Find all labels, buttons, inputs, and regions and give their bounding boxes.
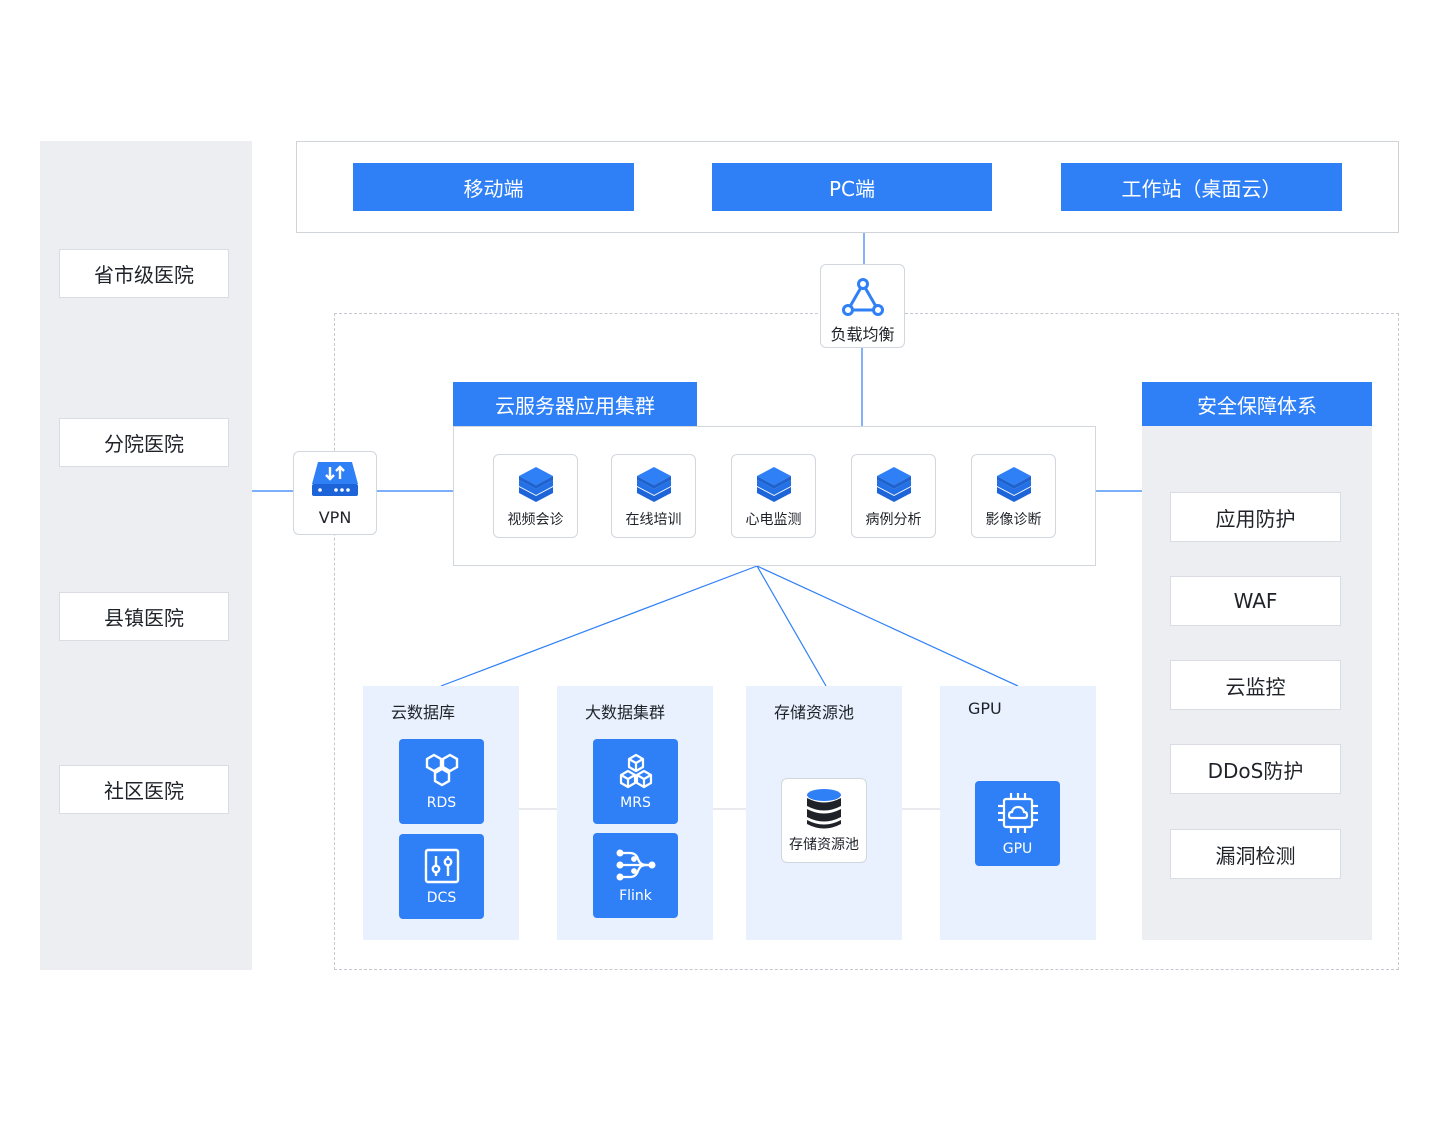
security-waf: WAF: [1170, 576, 1341, 626]
chip-cloud-icon: [997, 792, 1038, 833]
security-ddos: DDoS防护: [1170, 744, 1341, 794]
resource-database-title: 云数据库: [391, 703, 456, 722]
hospital-provincial: 省市级医院: [59, 249, 229, 298]
service-imaging-diagnosis: 影像诊断: [971, 454, 1056, 538]
mrs-tile: MRS: [593, 739, 678, 824]
stack-layers-icon: [636, 467, 671, 502]
vpn-router-icon: [312, 462, 358, 496]
service-video-consult: 视频会诊: [493, 454, 578, 538]
hospital-county: 县镇医院: [59, 592, 229, 641]
client-pc: PC端: [712, 163, 992, 211]
resource-storage-title: 存储资源池: [774, 703, 855, 722]
service-label: 病例分析: [865, 512, 922, 528]
gpu-label: GPU: [1002, 840, 1033, 857]
hospital-community: 社区医院: [59, 765, 229, 814]
triangle-network-icon: [841, 278, 884, 316]
cubes-icon: [619, 753, 652, 788]
database-stack-icon: [807, 788, 841, 828]
service-label: 在线培训: [625, 512, 682, 528]
service-label: 影像诊断: [985, 512, 1042, 528]
data-flow-icon: [615, 848, 655, 881]
client-workstation: 工作站（桌面云）: [1061, 163, 1342, 211]
cluster-title: 云服务器应用集群: [453, 382, 697, 426]
service-label: 视频会诊: [507, 512, 564, 528]
security-cloud-monitor: 云监控: [1170, 660, 1341, 710]
security-app-protection: 应用防护: [1170, 492, 1341, 542]
storage-pool-tile: 存储资源池: [781, 778, 867, 863]
rds-label: RDS: [426, 794, 457, 811]
dcs-label: DCS: [426, 889, 457, 906]
line-cluster-to-storage: [756, 565, 827, 687]
line-cluster-to-gpu: [756, 565, 1019, 687]
dcs-tile: DCS: [399, 834, 484, 919]
service-label: 心电监测: [745, 512, 802, 528]
load-balancer-node: 负载均衡: [820, 264, 905, 348]
vpn-node: VPN: [293, 451, 377, 535]
service-case-analysis: 病例分析: [851, 454, 936, 538]
gpu-tile: GPU: [975, 781, 1060, 866]
resource-bigdata-title: 大数据集群: [585, 703, 666, 722]
line-cluster-to-database: [440, 565, 758, 687]
flink-tile: Flink: [593, 833, 678, 918]
sliders-panel-icon: [424, 848, 459, 883]
stack-layers-icon: [996, 467, 1031, 502]
mrs-label: MRS: [620, 794, 651, 811]
hospital-branch: 分院医院: [59, 418, 229, 467]
hexagon-cluster-icon: [425, 753, 458, 786]
stack-layers-icon: [518, 467, 553, 502]
vpn-label: VPN: [318, 508, 352, 527]
flink-label: Flink: [619, 887, 652, 904]
stack-layers-icon: [876, 467, 911, 502]
service-ecg-monitor: 心电监测: [731, 454, 816, 538]
storage-pool-label: 存储资源池: [789, 836, 859, 853]
resource-gpu-title: GPU: [968, 699, 1002, 718]
rds-tile: RDS: [399, 739, 484, 824]
service-online-training: 在线培训: [611, 454, 696, 538]
client-mobile: 移动端: [353, 163, 634, 211]
load-balancer-label: 负载均衡: [830, 325, 895, 344]
security-title: 安全保障体系: [1142, 382, 1372, 426]
security-vuln-scan: 漏洞检测: [1170, 829, 1341, 879]
stack-layers-icon: [756, 467, 791, 502]
